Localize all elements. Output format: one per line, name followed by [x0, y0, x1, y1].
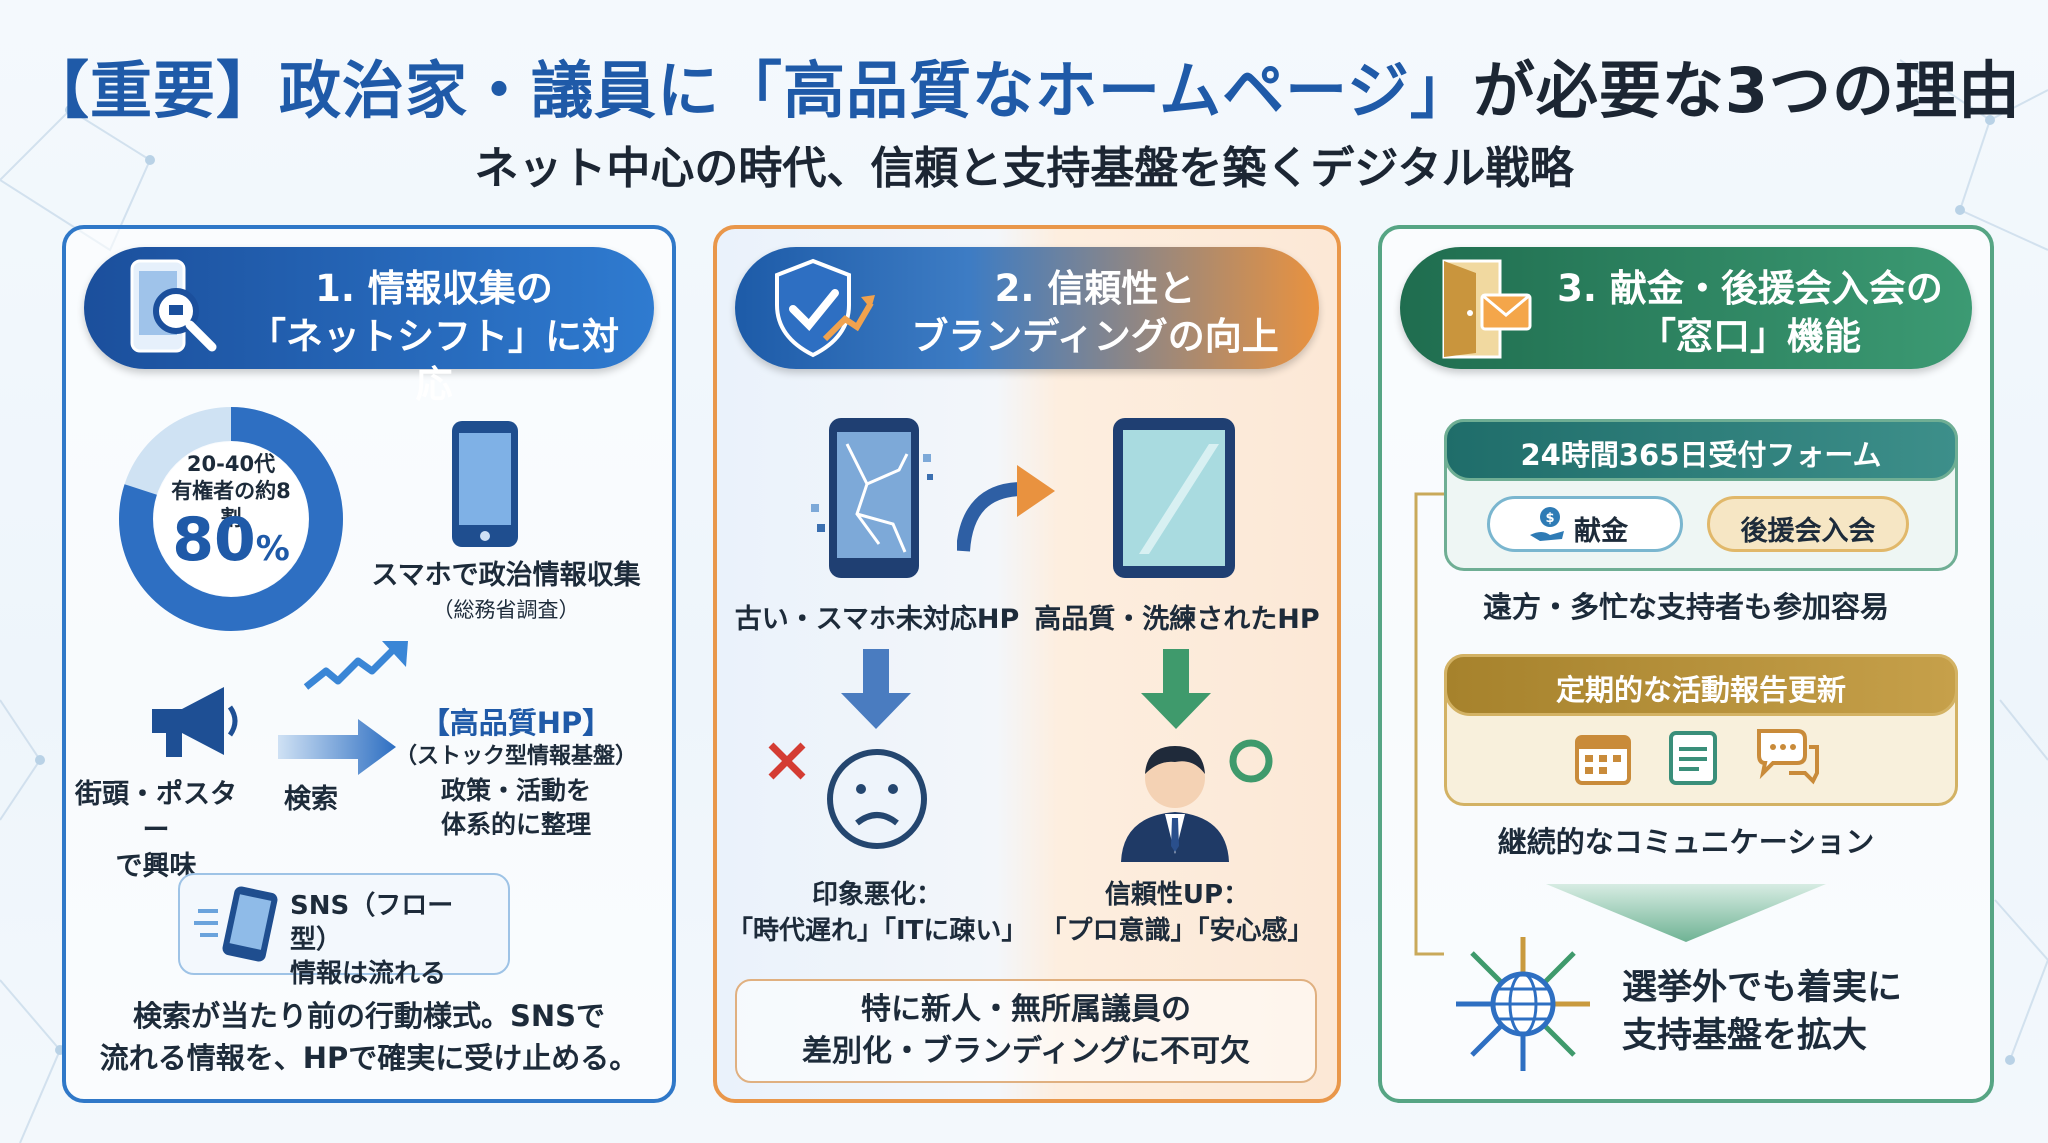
calendar-icon — [1575, 735, 1631, 785]
panel2-title-line2: ブランディングの向上 — [911, 315, 1279, 358]
globe-network-icon — [1456, 937, 1590, 1071]
title-part3: が必要な3つの理由 — [1472, 54, 2022, 127]
funnel-arrow — [1546, 884, 1826, 942]
form-title: 24時間365日受付フォーム — [1520, 438, 1882, 472]
down-arrow-green-icon — [1141, 649, 1211, 729]
old-hp-label: 古い・スマホ未対応HP — [734, 604, 1020, 635]
sad-face-icon — [827, 749, 927, 849]
page-title: 【重要】政治家・議員に「高品質なホームページ」が必要な3つの理由 — [0, 40, 2048, 130]
panel3-footer-line2: 支持基盤を拡大 — [1622, 1016, 1868, 1056]
title-part1: 【重要】政治家・議員に — [26, 54, 720, 127]
phone-caption-line2: （総務省調査） — [432, 598, 580, 622]
panel2-title-line1: 2. 信頼性と — [994, 267, 1196, 310]
panel2-footer-line1: 特に新人・無所属議員の — [861, 992, 1191, 1027]
donation-hand-icon: $ — [1530, 507, 1564, 541]
form-title-bar: 24時間365日受付フォーム — [1444, 419, 1958, 481]
panel1-title-line2: 「ネットシフト」に対応 — [249, 315, 619, 406]
megaphone-icon — [152, 687, 238, 757]
report-title: 定期的な活動報告更新 — [1555, 673, 1846, 707]
sns-line1: SNS（フロー型） — [290, 891, 454, 955]
donut-arc — [119, 407, 343, 631]
trend-arrow-icon — [303, 641, 408, 690]
reason-panel-2: 2. 信頼性と ブランディングの向上 古い・スマホ未対応HP 高品質・洗練された… — [713, 225, 1341, 1103]
panel2-header: 2. 信頼性と ブランディングの向上 — [735, 247, 1319, 369]
new-hp-label: 高品質・洗練されたHP — [1034, 604, 1320, 635]
phone-caption-line1: スマホで政治情報収集 — [371, 560, 641, 591]
cross-mark-icon — [768, 742, 806, 780]
panel1-footer-line1: 検索が当たり前の行動様式。SNSで — [132, 999, 606, 1033]
phone-motion-icon — [194, 886, 278, 962]
donut-unit: % — [255, 529, 290, 569]
report-box: 定期的な活動報告更新 — [1444, 654, 1958, 806]
search-label: 検索 — [284, 784, 338, 815]
report-title-bar: 定期的な活動報告更新 — [1444, 654, 1958, 716]
page-subtitle: ネット中心の時代、信頼と支持基盤を築くデジタル戦略 — [474, 143, 1574, 194]
down-arrow-blue-icon — [841, 649, 911, 729]
panel1-title-line1: 1. 情報収集の — [315, 267, 553, 310]
good-line2: 「プロ意識」「安心感」 — [1040, 916, 1314, 946]
donut-value: 80% — [166, 505, 296, 575]
voter-donut-chart — [119, 407, 343, 631]
hp-title: 【高品質HP】 — [420, 706, 612, 740]
panel1-header: 1. 情報収集の 「ネットシフト」に対応 — [84, 247, 654, 406]
panel3-title-line1: 3. 献金・後援会入会の — [1557, 267, 1943, 310]
hp-line1: （ストック型情報基盤） — [394, 744, 637, 769]
reason-panel-3: 3. 献金・後援会入会の 「窓口」機能 24時間365日受付フォーム $ 献金 … — [1378, 225, 1994, 1103]
panel3-footer-line1: 選挙外でも着実に — [1622, 968, 1903, 1008]
panel3-header: 3. 献金・後援会入会の 「窓口」機能 — [1400, 247, 1972, 369]
hp-line2: 政策・活動を — [440, 776, 591, 805]
smartphone-icon — [452, 421, 518, 547]
bad-line1: 印象悪化： — [811, 880, 942, 910]
bad-line2: 「時代遅れ」「ITに疎い」 — [727, 916, 1028, 946]
donut-label-line2: 有権者の約8割 — [171, 479, 291, 530]
notepad-icon — [1669, 731, 1717, 785]
reason-panel-1: 1. 情報収集の 「ネットシフト」に対応 20-40代 有権者の約8割 80% … — [62, 225, 676, 1103]
chat-bubble-icon — [1757, 729, 1819, 785]
phone-search-icon — [130, 259, 217, 353]
panel3-title-line2: 「窓口」機能 — [1639, 315, 1861, 358]
circle-mark-icon — [1229, 739, 1273, 783]
panel1-footer-line2: 流れる情報を、HPで確実に受け止める。 — [99, 1041, 639, 1075]
member-join-label: 後援会入会 — [1740, 516, 1876, 547]
hp-line3: 体系的に整理 — [440, 810, 591, 839]
svg-text:$: $ — [1545, 511, 1554, 526]
tablet-icon — [1113, 418, 1235, 578]
donation-label: 献金 — [1574, 516, 1628, 547]
connector-line — [1414, 492, 1444, 956]
form-box: 24時間365日受付フォーム $ 献金 後援会入会 — [1444, 419, 1958, 571]
right-arrow-icon — [278, 719, 396, 775]
panel2-footer-box: 特に新人・無所属議員の 差別化・ブランディングに不可欠 — [735, 979, 1317, 1083]
door-mail-icon — [1442, 259, 1532, 359]
donation-button[interactable]: $ 献金 — [1487, 496, 1683, 552]
remote-text: 遠方・多忙な支持者も参加容易 — [1482, 590, 1889, 624]
businessman-icon — [1121, 746, 1229, 862]
street-label-line1: 街頭・ポスター — [75, 779, 237, 846]
curved-arrow-icon — [957, 465, 1055, 552]
shield-check-icon — [775, 258, 875, 358]
member-join-button[interactable]: 後援会入会 — [1707, 496, 1909, 552]
comm-text: 継続的なコミュニケーション — [1497, 825, 1875, 859]
good-line1: 信頼性UP： — [1104, 880, 1250, 910]
title-part2: 「高品質なホームページ」 — [719, 54, 1473, 127]
donut-percent: 80 — [172, 505, 256, 575]
sns-box: SNS（フロー型） 情報は流れる — [178, 873, 510, 989]
sns-line2: 情報は流れる — [290, 959, 447, 989]
cracked-phone-icon — [811, 418, 933, 578]
donut-label-line1: 20-40代 — [186, 452, 276, 476]
panel2-footer-line2: 差別化・ブランディングに不可欠 — [802, 1034, 1250, 1069]
